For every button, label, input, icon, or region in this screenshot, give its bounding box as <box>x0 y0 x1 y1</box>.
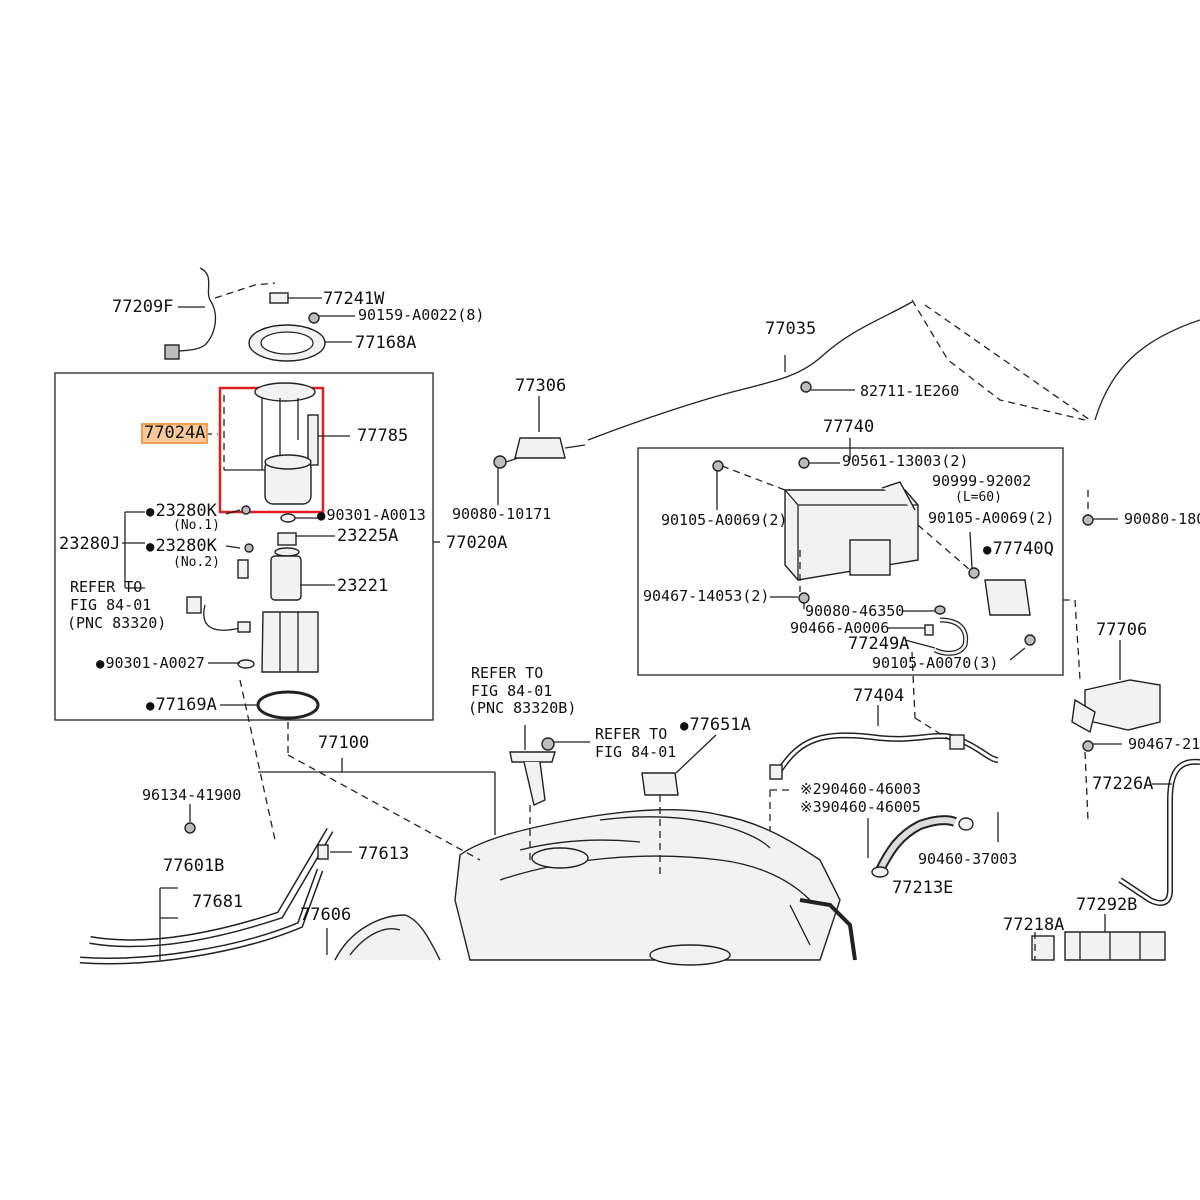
part-note: (No.1) <box>173 518 220 533</box>
part-label: 23280K <box>146 503 216 520</box>
part-label: 77306 <box>515 376 567 396</box>
refer-note: REFER TO <box>595 725 668 743</box>
highlighted-part-label: 77024A <box>140 423 209 444</box>
part-label: 77292B <box>1076 895 1138 915</box>
part-label: 90460-37003 <box>918 850 1018 868</box>
part-label: 77785 <box>357 426 409 446</box>
part-label: 77740 <box>823 417 875 437</box>
part-label: 90105-A0069(2) <box>661 511 788 529</box>
part-label: 90301-A0013 <box>317 508 425 523</box>
part-label: 90467-14053(2) <box>643 587 770 605</box>
part-label: 23221 <box>337 576 389 596</box>
part-label: 77168A <box>355 333 417 353</box>
part-label: 23225A <box>337 526 399 546</box>
part-label: 77651A <box>680 717 750 734</box>
part-label: 77606 <box>300 905 352 925</box>
part-label: 90467-21 <box>1128 735 1200 753</box>
part-label: 77218A <box>1003 915 1065 935</box>
part-label: 77601B <box>163 856 225 876</box>
part-label: 90080-46350 <box>805 602 905 620</box>
part-note: (No.2) <box>173 555 220 570</box>
part-label: 77226A <box>1092 774 1154 794</box>
part-label: 96134-41900 <box>142 786 242 804</box>
part-label: 90159-A0022(8) <box>358 306 485 324</box>
refer-note: FIG 84-01 <box>70 596 152 614</box>
part-label: 77209F <box>112 297 174 317</box>
part-label: 23280K <box>146 538 216 555</box>
part-label: ※390460-46005 <box>800 798 921 816</box>
part-label: 23280J <box>59 534 121 554</box>
part-label: 90105-A0069(2) <box>928 509 1055 527</box>
part-label: 77035 <box>765 319 817 339</box>
part-label: 77681 <box>192 892 244 912</box>
part-label: 77100 <box>318 733 370 753</box>
fuel-pump-group-frame <box>54 372 434 721</box>
refer-note: (PNC 83320B) <box>468 699 577 717</box>
part-note: (L=60) <box>955 490 1002 505</box>
part-label: 90301-A0027 <box>96 656 204 671</box>
part-label: 77404 <box>853 686 905 706</box>
part-label: 77169A <box>146 697 216 714</box>
part-label: 77706 <box>1096 620 1148 640</box>
part-label: 77213E <box>892 878 954 898</box>
part-label: 77020A <box>446 533 508 553</box>
part-label: ※290460-46003 <box>800 780 921 798</box>
refer-note: REFER TO <box>471 664 544 682</box>
part-label: 77249A <box>848 634 910 654</box>
part-label: 90561-13003(2) <box>842 452 969 470</box>
part-label: 90466-A0006 <box>790 619 890 637</box>
part-label: 90080-10171 <box>452 505 552 523</box>
refer-note: FIG 84-01 <box>595 743 677 761</box>
refer-note: REFER TO <box>70 578 143 596</box>
part-label: 82711-1E260 <box>860 382 960 400</box>
part-label: 90080-180 <box>1124 510 1200 528</box>
refer-note: FIG 84-01 <box>471 682 553 700</box>
part-label: 77740Q <box>983 541 1053 558</box>
part-label: 77241W <box>323 289 385 309</box>
part-label: 90999-92002 <box>932 472 1032 490</box>
part-label: 90105-A0070(3) <box>872 654 999 672</box>
part-label: 77613 <box>358 844 410 864</box>
refer-note: (PNC 83320) <box>67 614 167 632</box>
